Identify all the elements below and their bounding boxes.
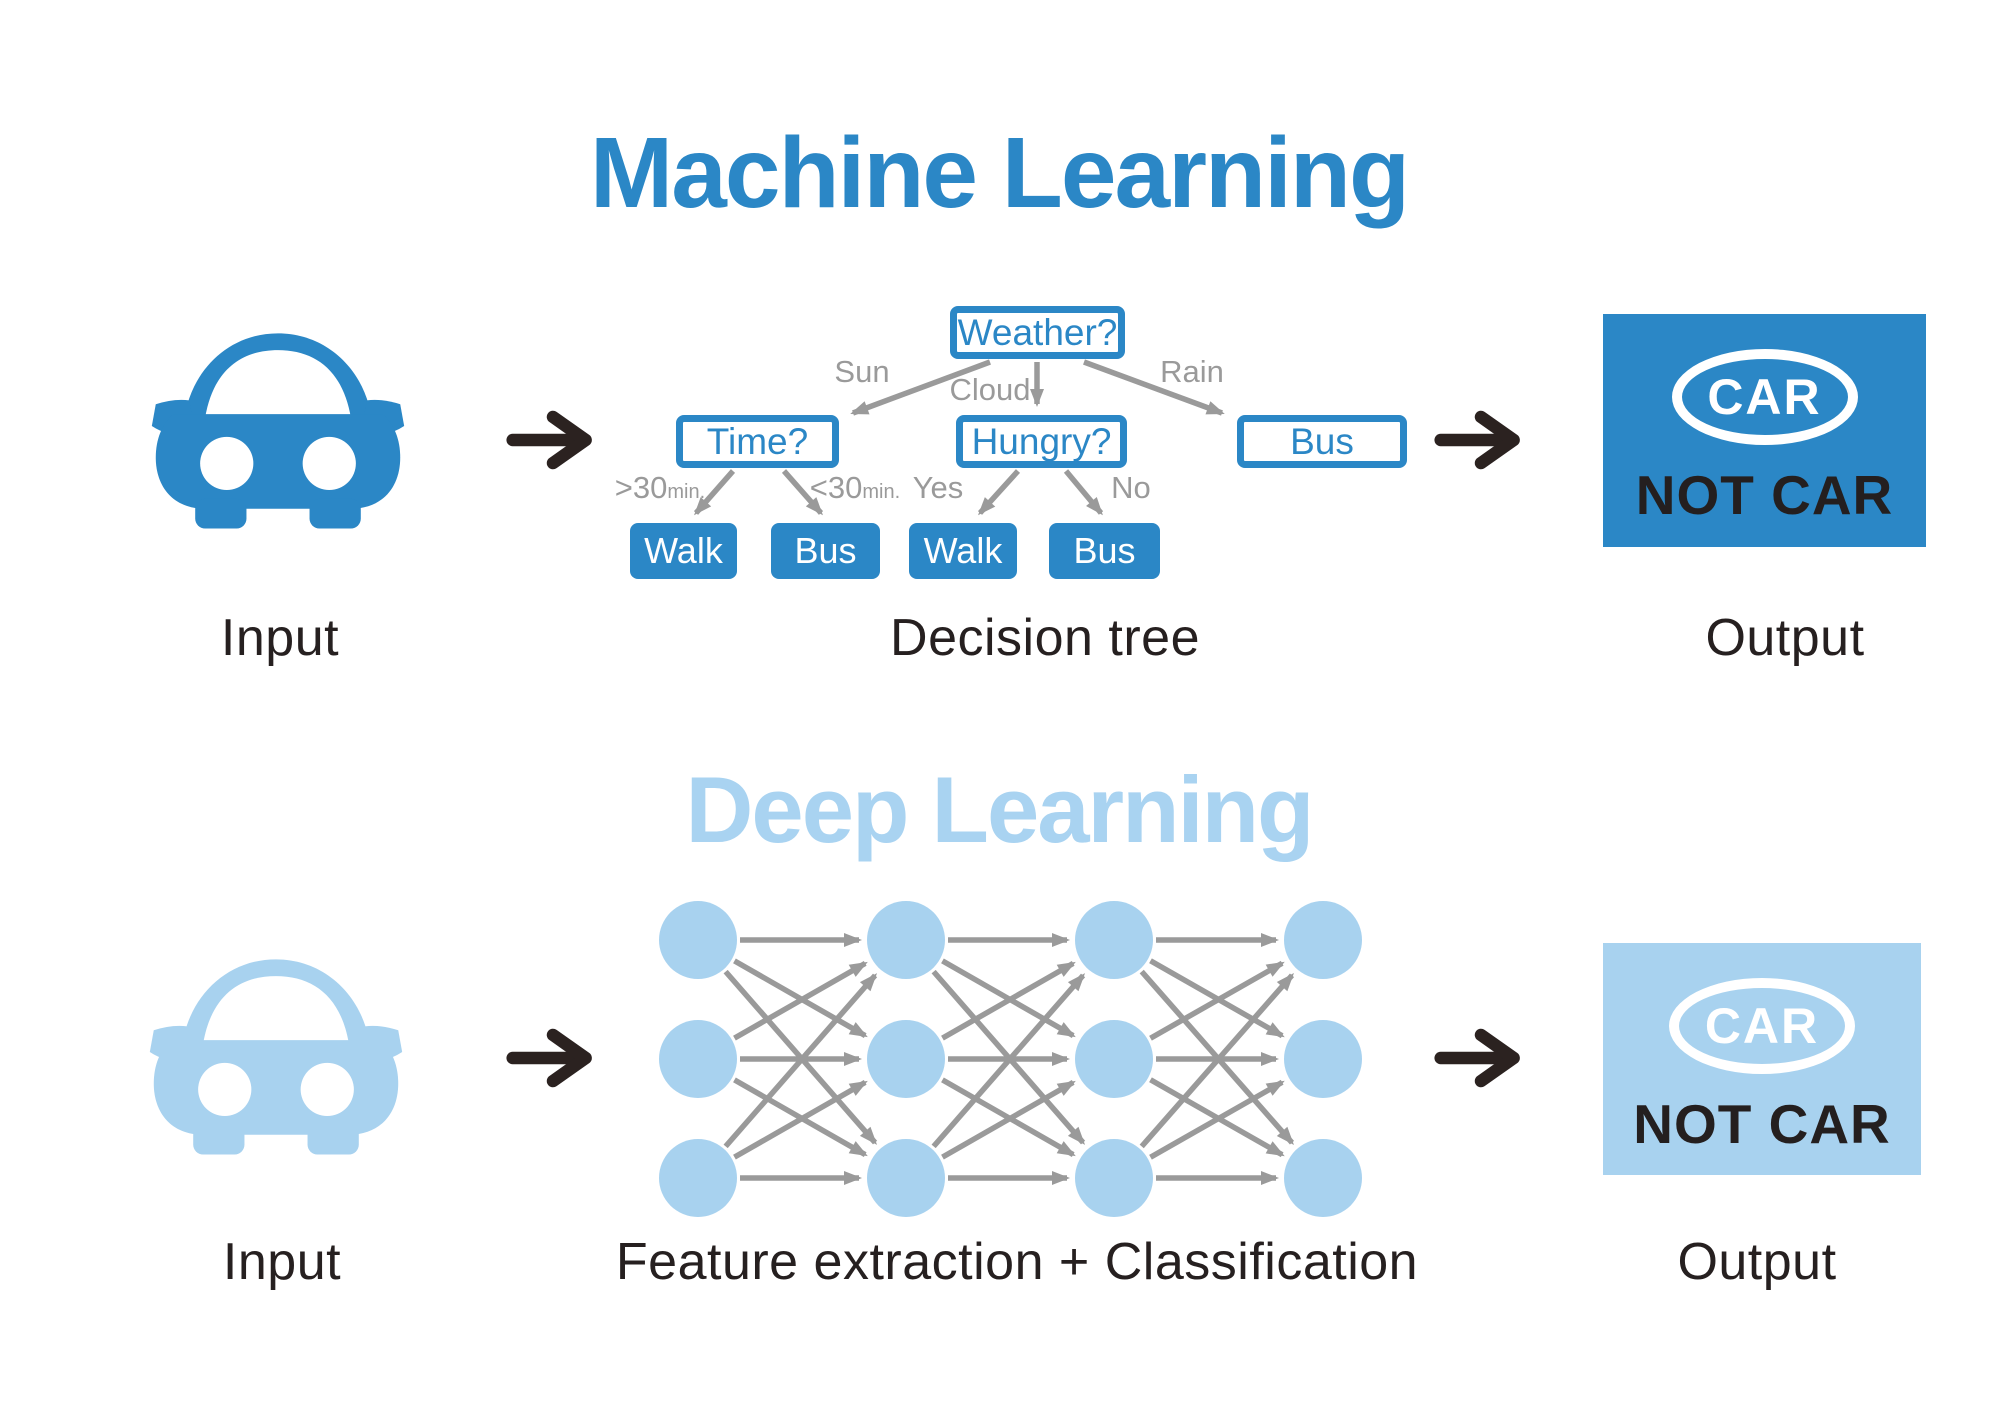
dl-output-label: Output [1677,1233,1837,1291]
branch-label-yes: Yes [912,470,964,505]
ml-not-car-text: NOT CAR [1635,464,1894,526]
ml-input-label: Input [220,609,340,667]
ml-car-icon [151,333,405,529]
tree-arrow-no [1063,469,1104,516]
dl-output-badge: CAR NOT CAR [1603,943,1921,1175]
tree-arrow-lt30 [781,469,824,516]
branch-label-lt30min: <30min. [809,470,901,505]
tree-arrow-gt30 [693,469,736,516]
tree-arrow-yes [977,469,1021,516]
tree-node-bus: Bus [1237,415,1407,468]
tree-arrow-sun [850,359,991,416]
decision-tree-arrows [693,359,1225,516]
branch-label-rain: Rain [1160,354,1224,389]
dl-section-title: Deep Learning [685,757,1315,862]
branch-label-cloud: Cloud [949,372,1031,407]
tree-node-time: Time? [676,415,839,468]
branch-label-gt30min: >30min. [614,470,706,505]
tree-leaf-walk-2: Walk [909,523,1017,579]
tree-leaf-bus-1: Bus [771,523,880,579]
dl-car-icon [149,959,403,1155]
dl-input-label: Input [222,1233,342,1291]
ml-output-label: Output [1705,609,1865,667]
tree-node-hungry: Hungry? [956,415,1127,468]
ml-car-oval-text: CAR [1707,369,1822,425]
dl-not-car-text: NOT CAR [1633,1093,1891,1155]
dl-car-oval-text: CAR [1704,998,1820,1054]
dl-input-arrow-icon [506,1028,592,1088]
tree-leaf-bus-2: Bus [1049,523,1160,579]
branch-label-sun: Sun [834,354,890,389]
ml-input-arrow-icon [506,410,592,470]
ml-output-arrow-icon [1434,410,1520,470]
dl-output-arrow-icon [1434,1028,1520,1088]
ml-section-title: Machine Learning [589,117,1410,229]
dl-car-oval-logo: CAR [1669,978,1855,1074]
tree-arrow-rain [1083,359,1225,416]
ml-car-oval-logo: CAR [1671,349,1858,445]
ml-output-badge: CAR NOT CAR [1603,314,1926,547]
dl-diagram-label: Feature extraction + Classification [615,1233,1419,1291]
tree-leaf-walk-1: Walk [630,523,737,579]
ml-diagram-label: Decision tree [890,609,1200,667]
neural-network [659,901,1362,1217]
branch-label-no: No [1111,470,1151,505]
tree-node-weather: Weather? [950,306,1125,359]
